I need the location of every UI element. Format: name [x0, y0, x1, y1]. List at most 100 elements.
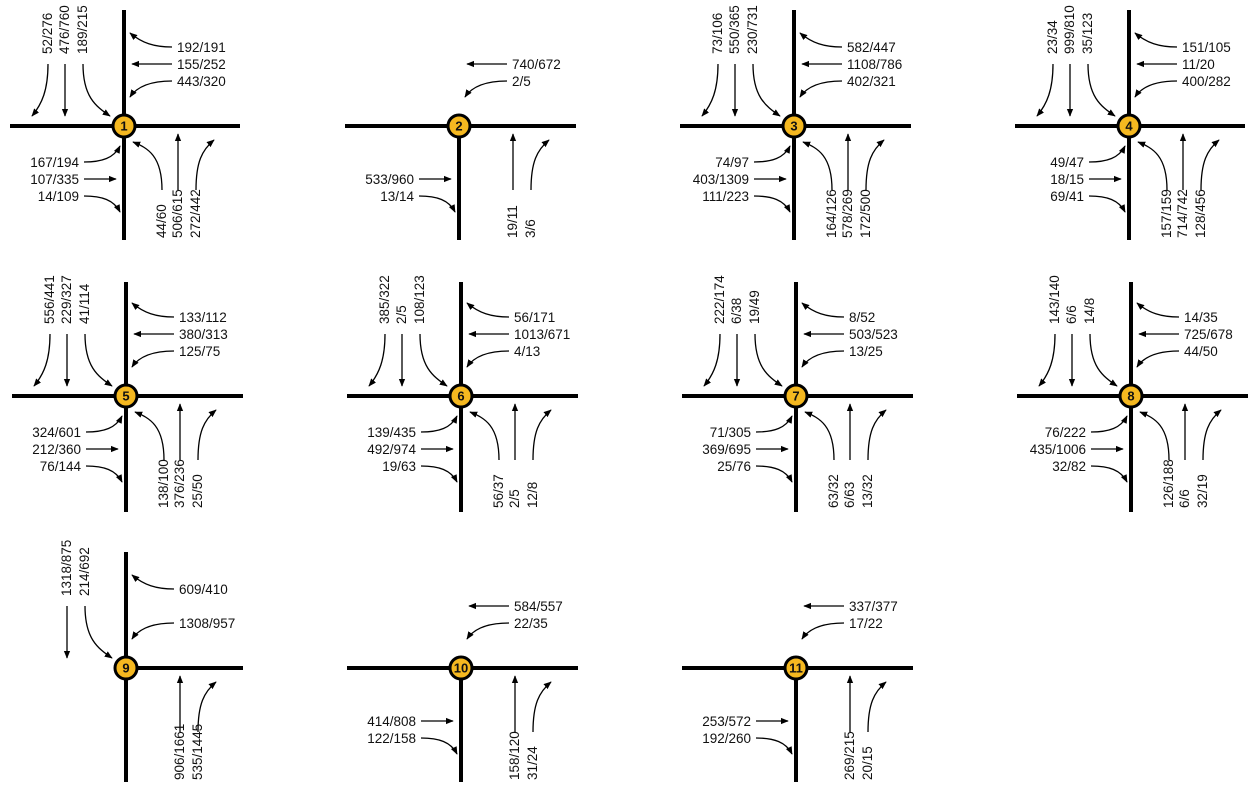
intersection-8-eb-volume-1: 76/222 — [1045, 425, 1086, 440]
intersection-6-nb-left-arrow — [469, 411, 500, 461]
intersection-6-eb-left-arrow — [420, 415, 458, 433]
intersection-9-nb-volume-2: 906/1661 — [172, 724, 187, 780]
intersection-5-wb-volume-1: 133/112 — [179, 310, 227, 325]
intersection-4-eb-left-arrow — [1088, 145, 1126, 163]
intersection-5-eb-volume-2: 212/360 — [32, 442, 81, 457]
intersection-4-wb-right-arrow — [1134, 32, 1178, 48]
intersection-10-nb-volume-2: 158/120 — [507, 731, 522, 780]
intersection-2-eb-right-arrow — [418, 195, 456, 213]
intersection-8-nb-volume-1: 126/188 — [1161, 459, 1176, 508]
intersection-11-nb-volume-3: 20/15 — [860, 746, 875, 780]
intersection-8-sb-volume-3: 14/8 — [1082, 298, 1097, 324]
intersection-2-wb-left-arrow — [464, 80, 508, 98]
intersection-6-wb-volume-1: 56/171 — [514, 310, 555, 325]
intersection-7-nb-volume-3: 13/32 — [860, 474, 875, 508]
intersection-8-sb-volume-2: 6/6 — [1064, 305, 1079, 324]
intersection-5-nb-volume-3: 25/50 — [190, 474, 205, 508]
intersection-5-wb-volume-2: 380/313 — [179, 327, 228, 342]
intersection-4-eb-volume-1: 49/47 — [1050, 155, 1084, 170]
intersection-10-eb-right-arrow — [420, 737, 458, 755]
intersection-7-sb-volume-3: 19/49 — [747, 290, 762, 324]
intersection-3-wb-volume-2: 1108/786 — [847, 57, 902, 72]
intersection-1-wb-volume-2: 155/252 — [177, 57, 226, 72]
intersection-4-eb-volume-2: 18/15 — [1050, 172, 1084, 187]
intersection-11-wb-volume-2: 337/377 — [849, 599, 898, 614]
intersection-5-sb-volume-1: 556/441 — [42, 275, 57, 324]
intersection-6-wb-volume-3: 4/13 — [514, 344, 540, 359]
intersection-1-sb-volume-2: 476/760 — [57, 5, 72, 54]
intersection-8-number: 8 — [1127, 389, 1134, 404]
intersection-11-wb-left-arrow — [801, 622, 845, 640]
intersection-7-eb-volume-3: 25/76 — [717, 459, 751, 474]
intersection-5-eb-volume-1: 324/601 — [32, 425, 81, 440]
intersection-7-wb-volume-3: 13/25 — [849, 344, 883, 359]
intersection-1-eb-left-arrow — [83, 145, 121, 163]
intersection-4-nb-left-arrow — [1137, 141, 1168, 191]
intersection-5-sb-right-arrow — [33, 333, 51, 387]
intersection-4-nb-volume-1: 157/159 — [1159, 189, 1174, 238]
intersection-8-wb-volume-1: 14/35 — [1184, 310, 1218, 325]
intersection-9-number: 9 — [122, 661, 129, 676]
intersection-1-nb-volume-3: 272/442 — [188, 189, 203, 238]
intersection-11-eb-volume-3: 192/260 — [702, 731, 751, 746]
intersection-4-wb-left-arrow — [1134, 80, 1178, 98]
intersection-7-sb-volume-1: 222/174 — [712, 275, 727, 324]
intersection-8-nb-volume-3: 32/19 — [1195, 474, 1210, 508]
intersection-4-sb-volume-3: 35/123 — [1080, 13, 1095, 54]
intersection-8-wb-volume-2: 725/678 — [1184, 327, 1233, 342]
intersection-9-marker — [113, 655, 139, 681]
intersection-3-sb-volume-3: 230/731 — [745, 5, 760, 54]
intersection-7-eb-volume-1: 71/305 — [710, 425, 751, 440]
intersection-11-nb-volume-2: 269/215 — [842, 731, 857, 780]
intersection-4-number: 4 — [1125, 119, 1133, 134]
intersection-1-wb-volume-1: 192/191 — [177, 40, 226, 55]
intersection-3-nb-left-arrow — [802, 141, 833, 191]
intersection-8-sb-volume-1: 143/140 — [1047, 275, 1062, 324]
intersection-6-sb-right-arrow — [368, 333, 386, 387]
intersection-6-number: 6 — [457, 389, 464, 404]
intersection-3-eb-volume-1: 74/97 — [715, 155, 749, 170]
intersection-7-sb-left-arrow — [754, 333, 783, 387]
intersection-2-eb-volume-2: 533/960 — [365, 172, 414, 187]
intersection-2-wb-volume-3: 2/5 — [512, 74, 531, 89]
intersection-1-nb-right-arrow — [195, 139, 215, 191]
intersection-6-eb-volume-3: 19/63 — [382, 459, 416, 474]
intersection-5-nb-right-arrow — [197, 409, 217, 461]
intersection-4-nb-volume-3: 128/456 — [1193, 189, 1208, 238]
intersection-7-nb-volume-2: 6/63 — [842, 482, 857, 508]
intersection-1-wb-volume-3: 443/320 — [177, 74, 226, 89]
intersection-5-wb-left-arrow — [131, 350, 175, 368]
intersection-10-nb-right-arrow — [532, 681, 552, 733]
intersection-9-wb-right-arrow — [131, 574, 175, 590]
intersection-8-wb-left-arrow — [1136, 350, 1180, 368]
intersection-6-sb-volume-3: 108/123 — [412, 275, 427, 324]
intersection-5-sb-volume-3: 41/114 — [77, 283, 92, 324]
intersection-7-nb-right-arrow — [867, 409, 887, 461]
intersection-11-marker — [783, 655, 809, 681]
intersection-6-sb-volume-2: 2/5 — [394, 305, 409, 324]
intersection-6-eb-volume-2: 492/974 — [367, 442, 416, 457]
intersection-1-sb-volume-1: 52/276 — [40, 13, 55, 54]
intersection-3-sb-left-arrow — [752, 63, 781, 117]
intersection-5-wb-volume-3: 125/75 — [179, 344, 220, 359]
intersection-4-sb-left-arrow — [1087, 63, 1116, 117]
intersection-4-wb-volume-1: 151/105 — [1182, 40, 1231, 55]
intersection-6-wb-volume-2: 1013/671 — [514, 327, 570, 342]
intersection-10-eb-volume-2: 414/808 — [367, 714, 416, 729]
intersection-4-nb-right-arrow — [1200, 139, 1220, 191]
intersection-11-wb-volume-3: 17/22 — [849, 616, 883, 631]
intersection-3-marker — [781, 113, 807, 139]
intersection-8-sb-right-arrow — [1038, 333, 1056, 387]
intersection-1-eb-right-arrow — [83, 195, 121, 213]
intersection-5-eb-volume-3: 76/144 — [40, 459, 82, 474]
intersection-3-sb-right-arrow — [701, 63, 719, 117]
intersection-10-nb-volume-3: 31/24 — [525, 746, 540, 780]
intersection-8-eb-left-arrow — [1090, 415, 1128, 433]
intersection-7-eb-right-arrow — [755, 465, 793, 483]
intersection-3-wb-volume-1: 582/447 — [847, 40, 896, 55]
intersection-8-sb-left-arrow — [1089, 333, 1118, 387]
intersection-8-nb-right-arrow — [1202, 409, 1222, 461]
intersection-5-nb-volume-2: 376/236 — [172, 459, 187, 508]
intersection-3-eb-volume-3: 111/223 — [702, 189, 749, 204]
intersection-11-eb-right-arrow — [755, 737, 793, 755]
